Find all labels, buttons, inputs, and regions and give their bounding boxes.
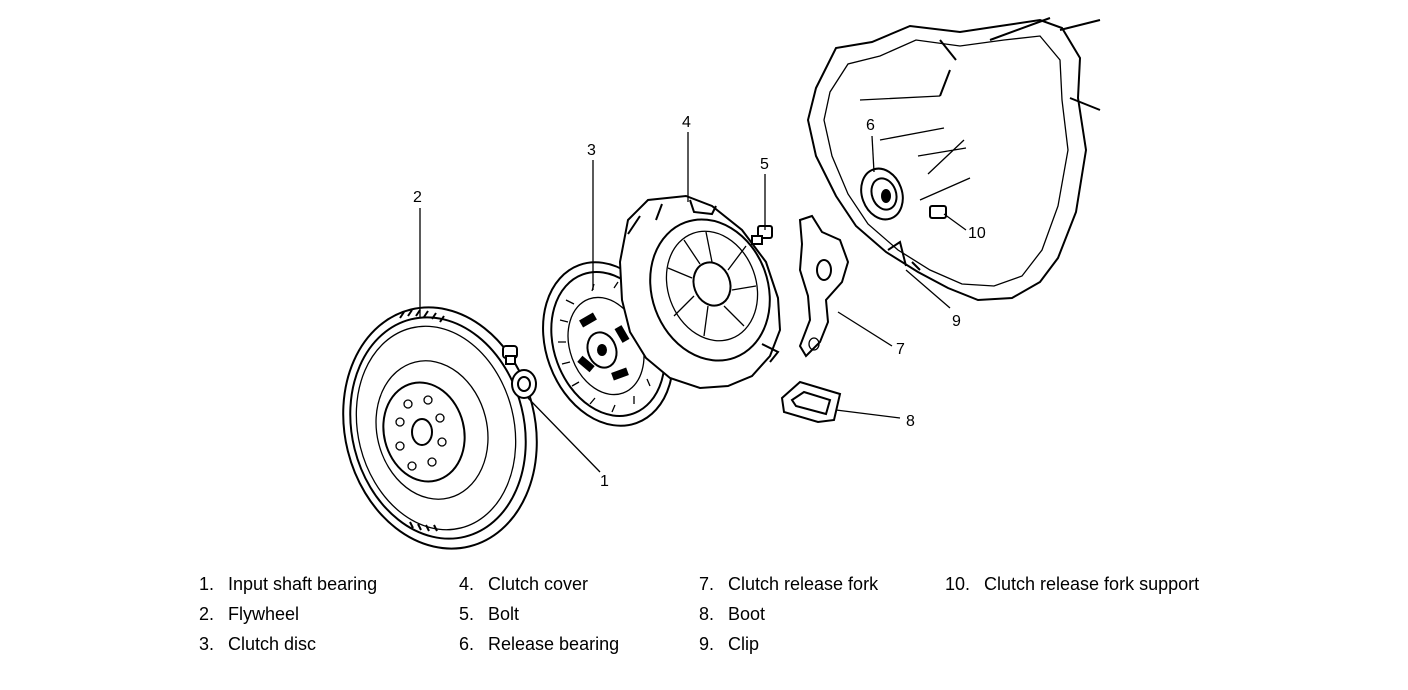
boot: [780, 380, 842, 424]
legend-number: 5.: [458, 604, 474, 624]
legend-number: 1.: [198, 574, 214, 594]
clutch-exploded-diagram: 1 2 3 4 5 6 7 8 9 10: [342, 17, 1101, 550]
legend-label: Bolt: [488, 604, 520, 624]
callout-10: 10: [968, 225, 986, 242]
callout-3: 3: [587, 142, 596, 159]
callout-5: 5: [760, 156, 769, 173]
clutch-cover: [618, 194, 782, 390]
clutch-release-fork: [798, 214, 850, 358]
legend-number: 8.: [698, 604, 714, 624]
callout-7: 7: [896, 341, 905, 358]
callout-1: 1: [600, 473, 609, 490]
legend-label: Flywheel: [228, 604, 300, 624]
legend-item: 9. Clip: [699, 634, 760, 654]
legend-number: 2.: [198, 604, 214, 624]
legend-item: 7. Clutch release fork: [699, 574, 879, 594]
legend-number: 9.: [698, 634, 714, 654]
legend-label: Clutch release fork: [728, 574, 879, 594]
legend-number: 10.: [944, 574, 970, 594]
legend-item: 1. Input shaft bearing: [199, 574, 378, 594]
input-shaft-bearing: [502, 345, 537, 399]
legend-item: 4. Clutch cover: [459, 574, 589, 594]
legend-number: 4.: [458, 574, 474, 594]
legend-item: 6. Release bearing: [459, 634, 620, 654]
callout-2: 2: [413, 189, 422, 206]
legend-item: 5. Bolt: [459, 604, 520, 624]
legend-item: 3. Clutch disc: [199, 634, 317, 654]
callout-6: 6: [866, 117, 875, 134]
transmission-housing: [806, 17, 1101, 302]
legend-item: 2. Flywheel: [199, 604, 300, 624]
callout-leaders: [419, 132, 967, 473]
legend-item: 10. Clutch release fork support: [945, 574, 1200, 594]
legend-number: 3.: [198, 634, 214, 654]
legend-label: Clip: [728, 634, 760, 654]
callout-4: 4: [682, 114, 691, 131]
legend-label: Clutch cover: [488, 574, 589, 594]
bolt: [751, 225, 773, 245]
legend-label: Boot: [728, 604, 766, 624]
legend-number: 7.: [698, 574, 714, 594]
legend-number: 6.: [458, 634, 474, 654]
callout-9: 9: [952, 313, 961, 330]
callout-8: 8: [906, 413, 915, 430]
legend-label: Input shaft bearing: [228, 574, 378, 594]
parts-legend: 1. Input shaft bearing 2. Flywheel 3. Cl…: [0, 572, 1408, 672]
legend-item: 8. Boot: [699, 604, 766, 624]
legend-label: Release bearing: [488, 634, 620, 654]
legend-label: Clutch disc: [228, 634, 317, 654]
flywheel: [342, 306, 538, 550]
legend-label: Clutch release fork support: [984, 574, 1200, 594]
